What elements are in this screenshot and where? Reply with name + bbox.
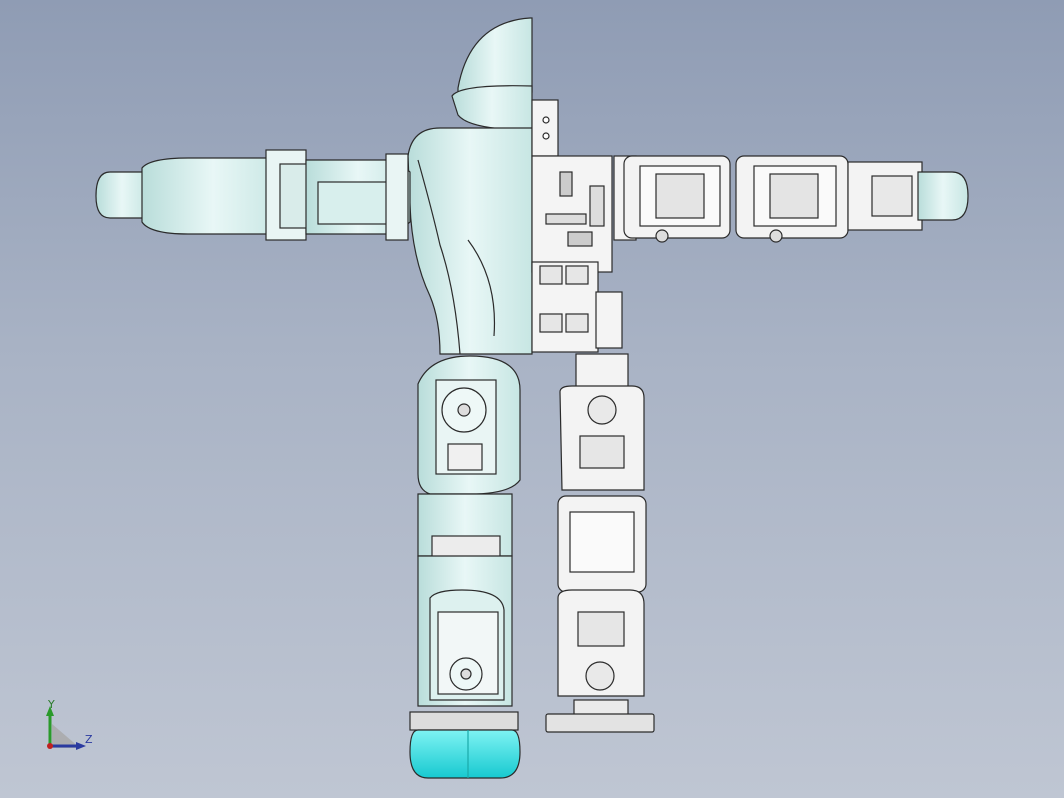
axis-arrows-icon: [46, 706, 86, 750]
robot-model[interactable]: [95, 17, 969, 779]
z-axis-label: Z: [85, 733, 93, 746]
y-axis-label: Y: [48, 698, 55, 711]
coordinate-triad: Y Z: [38, 698, 98, 758]
left-foot[interactable]: [409, 729, 521, 779]
torso-contour: [417, 159, 461, 355]
right-arm[interactable]: [613, 155, 969, 243]
torso-shell[interactable]: [407, 127, 533, 355]
head[interactable]: [451, 17, 533, 131]
torso-contour-2: [467, 239, 496, 337]
electronics-board[interactable]: [531, 99, 623, 353]
left-arm[interactable]: [95, 149, 411, 241]
right-leg[interactable]: [545, 353, 655, 733]
right-foot[interactable]: [545, 713, 655, 733]
left-leg[interactable]: [409, 355, 521, 779]
